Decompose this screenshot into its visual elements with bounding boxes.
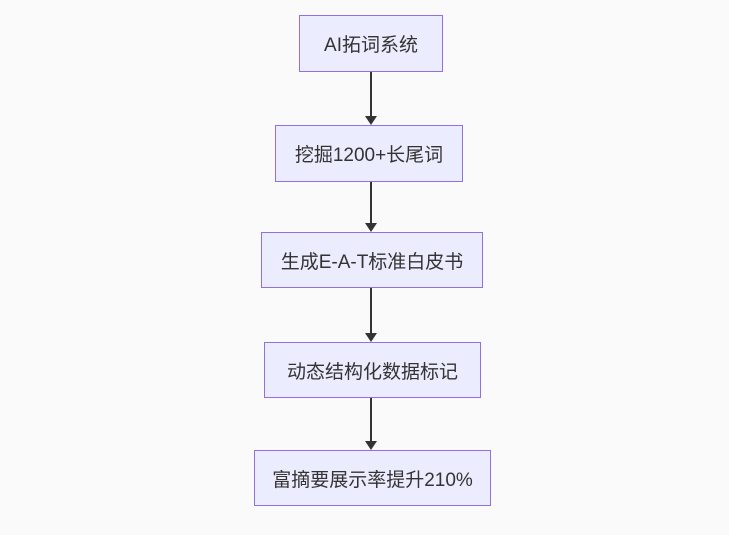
arrowhead-down-icon [365,333,377,342]
flow-arrow-3 [365,288,377,342]
flow-arrow-4 [365,398,377,450]
flowchart-node-mine-longtail-keywords: 挖掘1200+长尾词 [275,125,463,182]
flowchart-node-generate-eat-whitepaper: 生成E-A-T标准白皮书 [261,232,483,288]
arrowhead-down-icon [365,441,377,450]
arrowhead-down-icon [365,223,377,232]
arrow-line [370,288,372,333]
flow-arrow-2 [365,182,377,232]
flowchart-node-rich-snippet-rate-increase: 富摘要展示率提升210% [254,450,491,506]
flowchart-node-ai-word-expansion-system: AI拓词系统 [299,15,443,72]
arrow-line [370,72,372,116]
flowchart-node-dynamic-structured-data-markup: 动态结构化数据标记 [264,342,481,398]
arrowhead-down-icon [365,116,377,125]
flow-arrow-1 [365,72,377,125]
arrow-line [370,182,372,223]
arrow-line [370,398,372,441]
